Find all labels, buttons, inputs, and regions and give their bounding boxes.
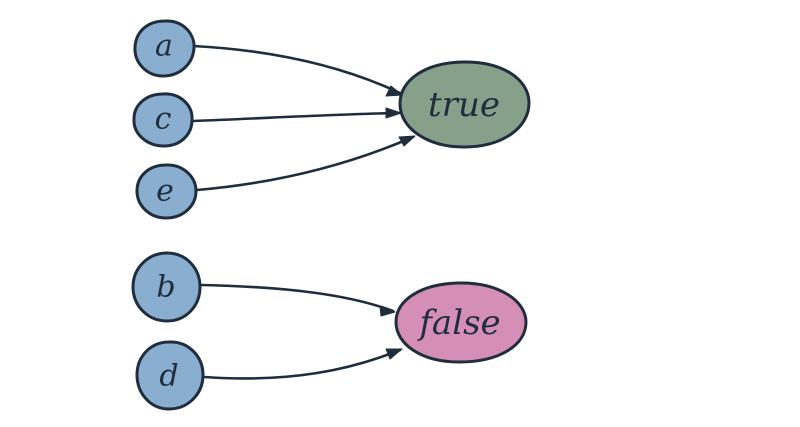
arrowhead-b-false xyxy=(379,305,396,317)
edge-e-true xyxy=(195,135,415,192)
node-c-shape xyxy=(132,92,194,148)
node-c: c xyxy=(132,92,194,148)
arrowhead-c-true xyxy=(385,107,402,119)
node-e: e xyxy=(135,163,198,220)
node-e-label: e xyxy=(156,174,174,209)
node-false-shape xyxy=(394,281,528,364)
node-a-shape xyxy=(133,19,196,78)
arrowhead-a-true xyxy=(385,85,403,97)
node-d-label: d xyxy=(159,359,178,394)
edge-b-false xyxy=(200,283,395,313)
edges xyxy=(191,44,416,380)
node-false: false xyxy=(394,281,528,364)
node-b: b xyxy=(131,251,202,323)
edge-c-true xyxy=(191,111,401,123)
arrowhead-e-true xyxy=(398,135,416,147)
node-b-label: b xyxy=(156,270,175,305)
node-true: true xyxy=(398,60,531,149)
node-true-shape xyxy=(398,60,531,149)
node-c-label: c xyxy=(155,102,172,137)
node-a-label: a xyxy=(155,29,173,64)
node-a: a xyxy=(133,19,196,78)
node-e-shape xyxy=(135,163,198,220)
arrowhead-d-false xyxy=(385,348,403,360)
edge-d-false xyxy=(202,348,402,380)
node-b-shape xyxy=(131,251,202,323)
node-d: d xyxy=(135,340,205,411)
node-false-label: false xyxy=(416,303,500,343)
edge-a-true xyxy=(191,44,402,95)
node-d-shape xyxy=(135,340,205,411)
node-true-label: true xyxy=(428,85,500,125)
